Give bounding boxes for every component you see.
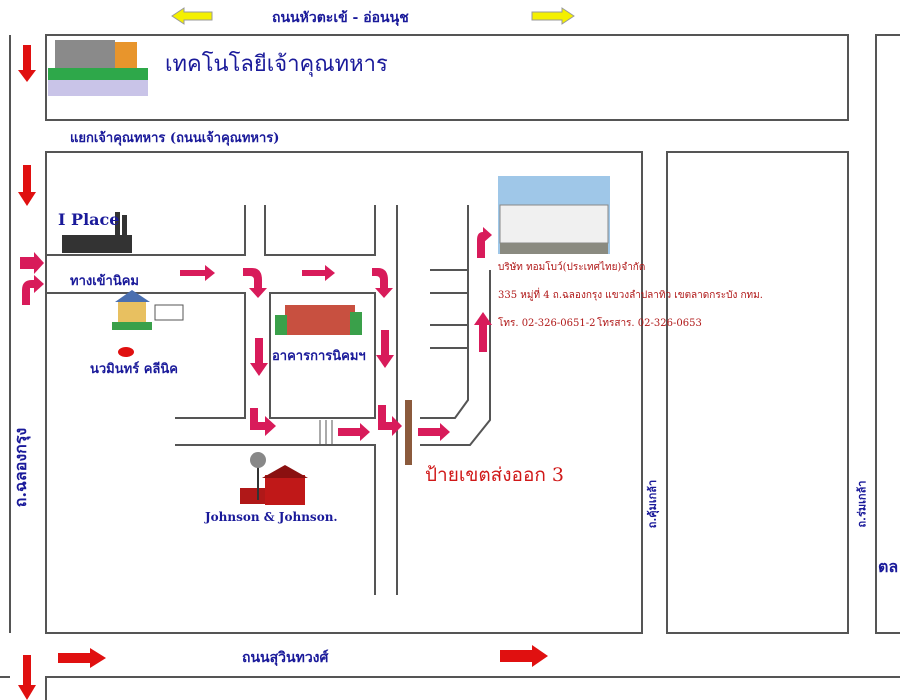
company-name: บริษัท ทอมโบว์(ประเทศไทย)จำกัด — [498, 262, 646, 273]
road-label-middle-right: ถ.คุ้มเกล้า — [646, 479, 660, 529]
export-zone-sign-label: ป้ายเขตส่งออก 3 — [425, 464, 565, 486]
technology-building-picture — [48, 40, 150, 98]
road-label-bottom: ถนนสุวินทวงศ์ — [242, 650, 329, 666]
red-arrow-down — [18, 655, 36, 700]
jnj-label: Johnson & Johnson. — [205, 510, 338, 524]
company-phone: โทร. 02-326-0651-2 — [498, 318, 596, 329]
technology-label: เทคโนโลยีเจ้าคุณทหาร — [165, 52, 388, 77]
entrance-label: ทางเข้านิคม — [70, 274, 139, 289]
road-label-left: ถ.ฉลองกรุง — [11, 427, 31, 508]
red-arrow-right — [58, 648, 106, 668]
road-label-right-cut: ตล — [878, 557, 899, 576]
company-fax: โทรสาร. 02-326-0653 — [597, 318, 702, 329]
yellow-arrow-left — [171, 7, 213, 25]
jnj-farm-picture — [240, 452, 308, 505]
road-label-top: ถนนหัวตะเข้ - อ่อนนุช — [272, 10, 409, 26]
road-label-right: ถ.ร่มเกล้า — [855, 480, 869, 528]
iplace-label: I Place — [58, 210, 120, 229]
estate-building-label: อาคารการนิคมฯ — [272, 349, 366, 364]
red-arrow-right — [500, 645, 548, 667]
export-zone-sign-post — [405, 400, 412, 465]
clinic-picture — [112, 290, 184, 357]
yellow-arrow-right — [531, 7, 575, 25]
junction-label: แยกเจ้าคุณทหาร (ถนนเจ้าคุณทหาร) — [70, 131, 280, 146]
estate-building-picture — [275, 305, 362, 335]
tombow-office-photo — [498, 176, 610, 254]
clinic-label: นวมินทร์ คลีนิค — [90, 362, 178, 377]
iplace-factory-picture — [62, 212, 132, 253]
company-address: 335 หมู่ที่ 4 ถ.ฉลองกรุง แขวงลำปลาทิว เข… — [498, 290, 763, 301]
red-arrow-down — [18, 45, 36, 82]
red-arrow-down — [18, 165, 36, 206]
